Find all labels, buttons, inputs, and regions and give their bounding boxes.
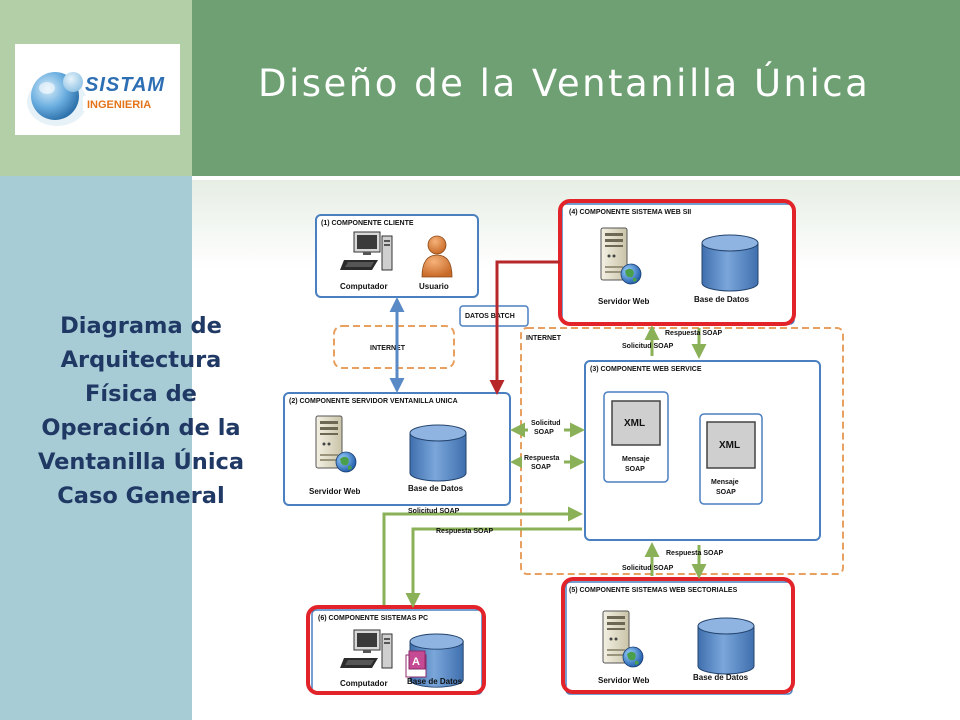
component-sistema-sii: (4) COMPONENTE SISTEMA WEB SII Servidor … xyxy=(558,199,796,326)
flow-label: Respuesta xyxy=(524,455,560,462)
component-label: Servidor Web xyxy=(598,676,650,685)
flow-label: SOAP xyxy=(531,464,551,471)
subtitle-line: Ventanilla Única xyxy=(37,449,245,475)
respuesta-soap-arrow xyxy=(405,527,582,608)
internet-right-label: INTERNET xyxy=(526,335,562,342)
database-icon xyxy=(697,617,755,675)
component-sistemas-pc: (6) COMPONENTE SISTEMAS PC Computador Ba… xyxy=(306,605,486,695)
slide-title: Diseño de la Ventanilla Única xyxy=(258,62,871,105)
subtitle-line: Diagrama de xyxy=(60,313,222,339)
subtitle-line: Caso General xyxy=(57,483,225,509)
internet-region-right xyxy=(520,327,844,575)
subtitle-line: Arquitectura xyxy=(60,347,222,373)
flow-label: Respuesta SOAP xyxy=(665,330,723,337)
access-icon xyxy=(405,650,427,678)
component-label: Usuario xyxy=(419,282,449,291)
subtitle-line: Física de xyxy=(85,381,197,407)
message-caption: Mensaje xyxy=(711,479,739,486)
title-bar xyxy=(192,0,960,176)
message-caption: SOAP xyxy=(625,466,645,473)
component-label: Base de Datos xyxy=(694,295,750,304)
component-label: Base de Datos xyxy=(693,673,749,682)
flow-label: Solicitud SOAP xyxy=(408,508,460,515)
component-sectoriales: (5) COMPONENTE SISTEMAS WEB SECTORIALES … xyxy=(561,577,795,695)
component-title: (6) COMPONENTE SISTEMAS PC xyxy=(318,615,428,622)
datos-batch-label: DATOS BATCH xyxy=(465,313,515,320)
flow-label: SOAP xyxy=(534,429,554,436)
left-strip xyxy=(0,176,192,720)
subtitle-line: Operación de la xyxy=(41,415,241,441)
xml-document-icon xyxy=(706,421,756,469)
highlight-frame xyxy=(306,605,486,695)
message-caption: SOAP xyxy=(716,489,736,496)
highlight-frame xyxy=(561,577,795,694)
message-caption: Mensaje xyxy=(622,456,650,463)
component-label: Servidor Web xyxy=(309,487,361,496)
logo-brand-text: SISTAM xyxy=(85,74,165,96)
xml-tag: XML xyxy=(719,440,740,451)
slide-subtitle: Diagrama de Arquitectura Física de Opera… xyxy=(6,309,276,513)
component-servidor-vu: (2) COMPONENTE SERVIDOR VENTANILLA UNICA… xyxy=(283,392,511,506)
internet-left-label: INTERNET xyxy=(370,345,406,352)
component-label: Base de Datos xyxy=(407,677,463,686)
component-title: (4) COMPONENTE SISTEMA WEB SII xyxy=(569,209,691,216)
component-label: Computador xyxy=(340,679,388,688)
xml-tag: XML xyxy=(624,418,645,429)
component-title: (5) COMPONENTE SISTEMAS WEB SECTORIALES xyxy=(569,587,738,594)
datos-batch-arrow xyxy=(489,260,560,395)
flow-label: Solicitud SOAP xyxy=(622,565,674,572)
component-title: (2) COMPONENTE SERVIDOR VENTANILLA UNICA xyxy=(289,398,458,405)
database-icon xyxy=(701,234,759,292)
flow-label: Solicitud SOAP xyxy=(622,343,674,350)
component-web-service: (3) COMPONENTE WEB SERVICE XML Mensaje S… xyxy=(584,360,821,541)
xml-document-icon xyxy=(611,400,661,446)
solicitud-soap-arrow xyxy=(382,506,583,605)
component-title: (3) COMPONENTE WEB SERVICE xyxy=(590,366,702,373)
component-label: Base de Datos xyxy=(408,484,464,493)
datos-batch-box xyxy=(459,305,529,327)
separator-line xyxy=(192,176,960,180)
component-label: Servidor Web xyxy=(598,297,650,306)
component-title: (1) COMPONENTE CLIENTE xyxy=(321,220,414,227)
database-icon xyxy=(409,424,467,482)
logo-tagline-text: INGENIERIA xyxy=(87,99,151,111)
flow-label: Respuesta SOAP xyxy=(666,550,724,557)
flow-label: Solicitud xyxy=(531,420,561,427)
component-label: Computador xyxy=(340,282,388,291)
flow-label: Respuesta SOAP xyxy=(436,528,494,535)
component-cliente: (1) COMPONENTE CLIENTE Computador Usuari… xyxy=(315,214,479,298)
company-logo: SISTAM INGENIERIA xyxy=(15,44,180,135)
